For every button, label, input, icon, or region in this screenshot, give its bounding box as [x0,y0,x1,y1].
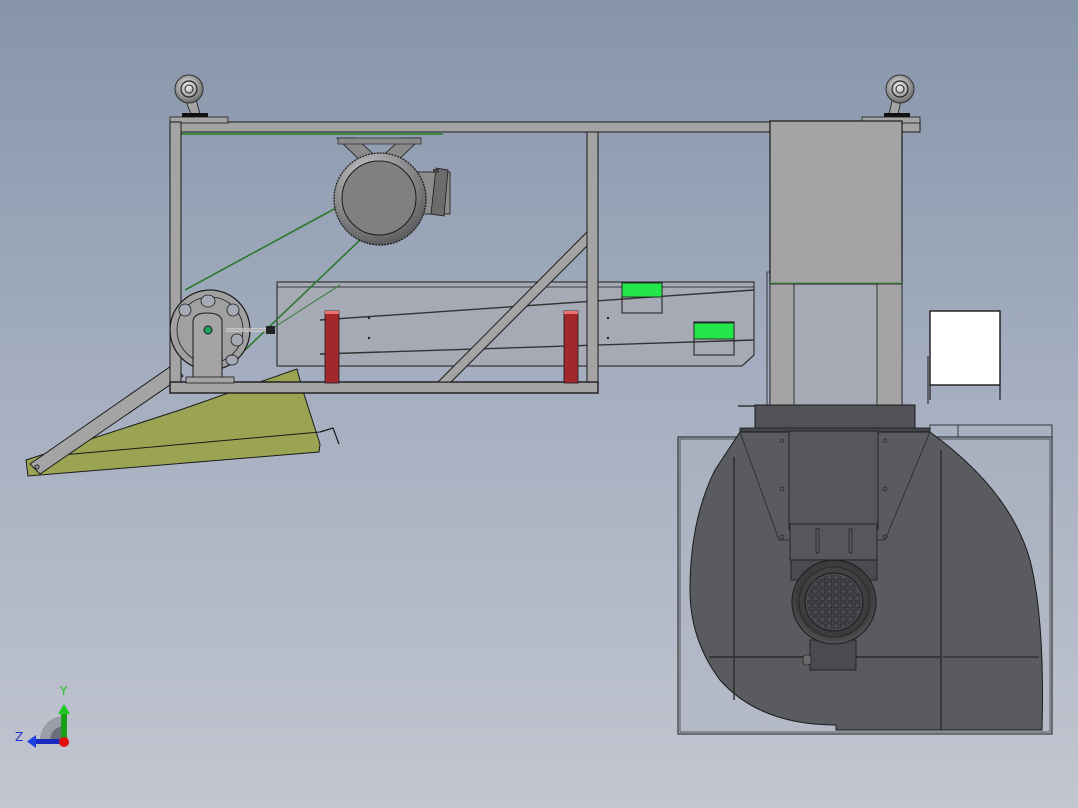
pulley-wheel[interactable] [169,289,275,384]
caster-right[interactable] [884,74,915,117]
triad-y-label: Y [60,684,68,698]
main-frame[interactable] [169,116,921,394]
support-post-left[interactable] [324,310,340,384]
caster-left[interactable] [174,74,208,117]
triad-axes-icon [27,704,70,748]
triad-z-label: Z [15,730,24,744]
vertical-column[interactable] [766,120,903,413]
indicator-green-upper[interactable] [621,281,663,314]
drive-motor[interactable] [333,137,451,246]
support-post-right[interactable] [563,310,579,384]
indicator-green-lower[interactable] [693,321,735,356]
control-panel-box[interactable] [927,310,1001,404]
drive-belt [184,207,361,351]
blower-motor[interactable] [790,559,878,671]
orientation-triad[interactable]: Y Z [10,684,80,754]
conveyor-housing[interactable] [276,281,755,367]
